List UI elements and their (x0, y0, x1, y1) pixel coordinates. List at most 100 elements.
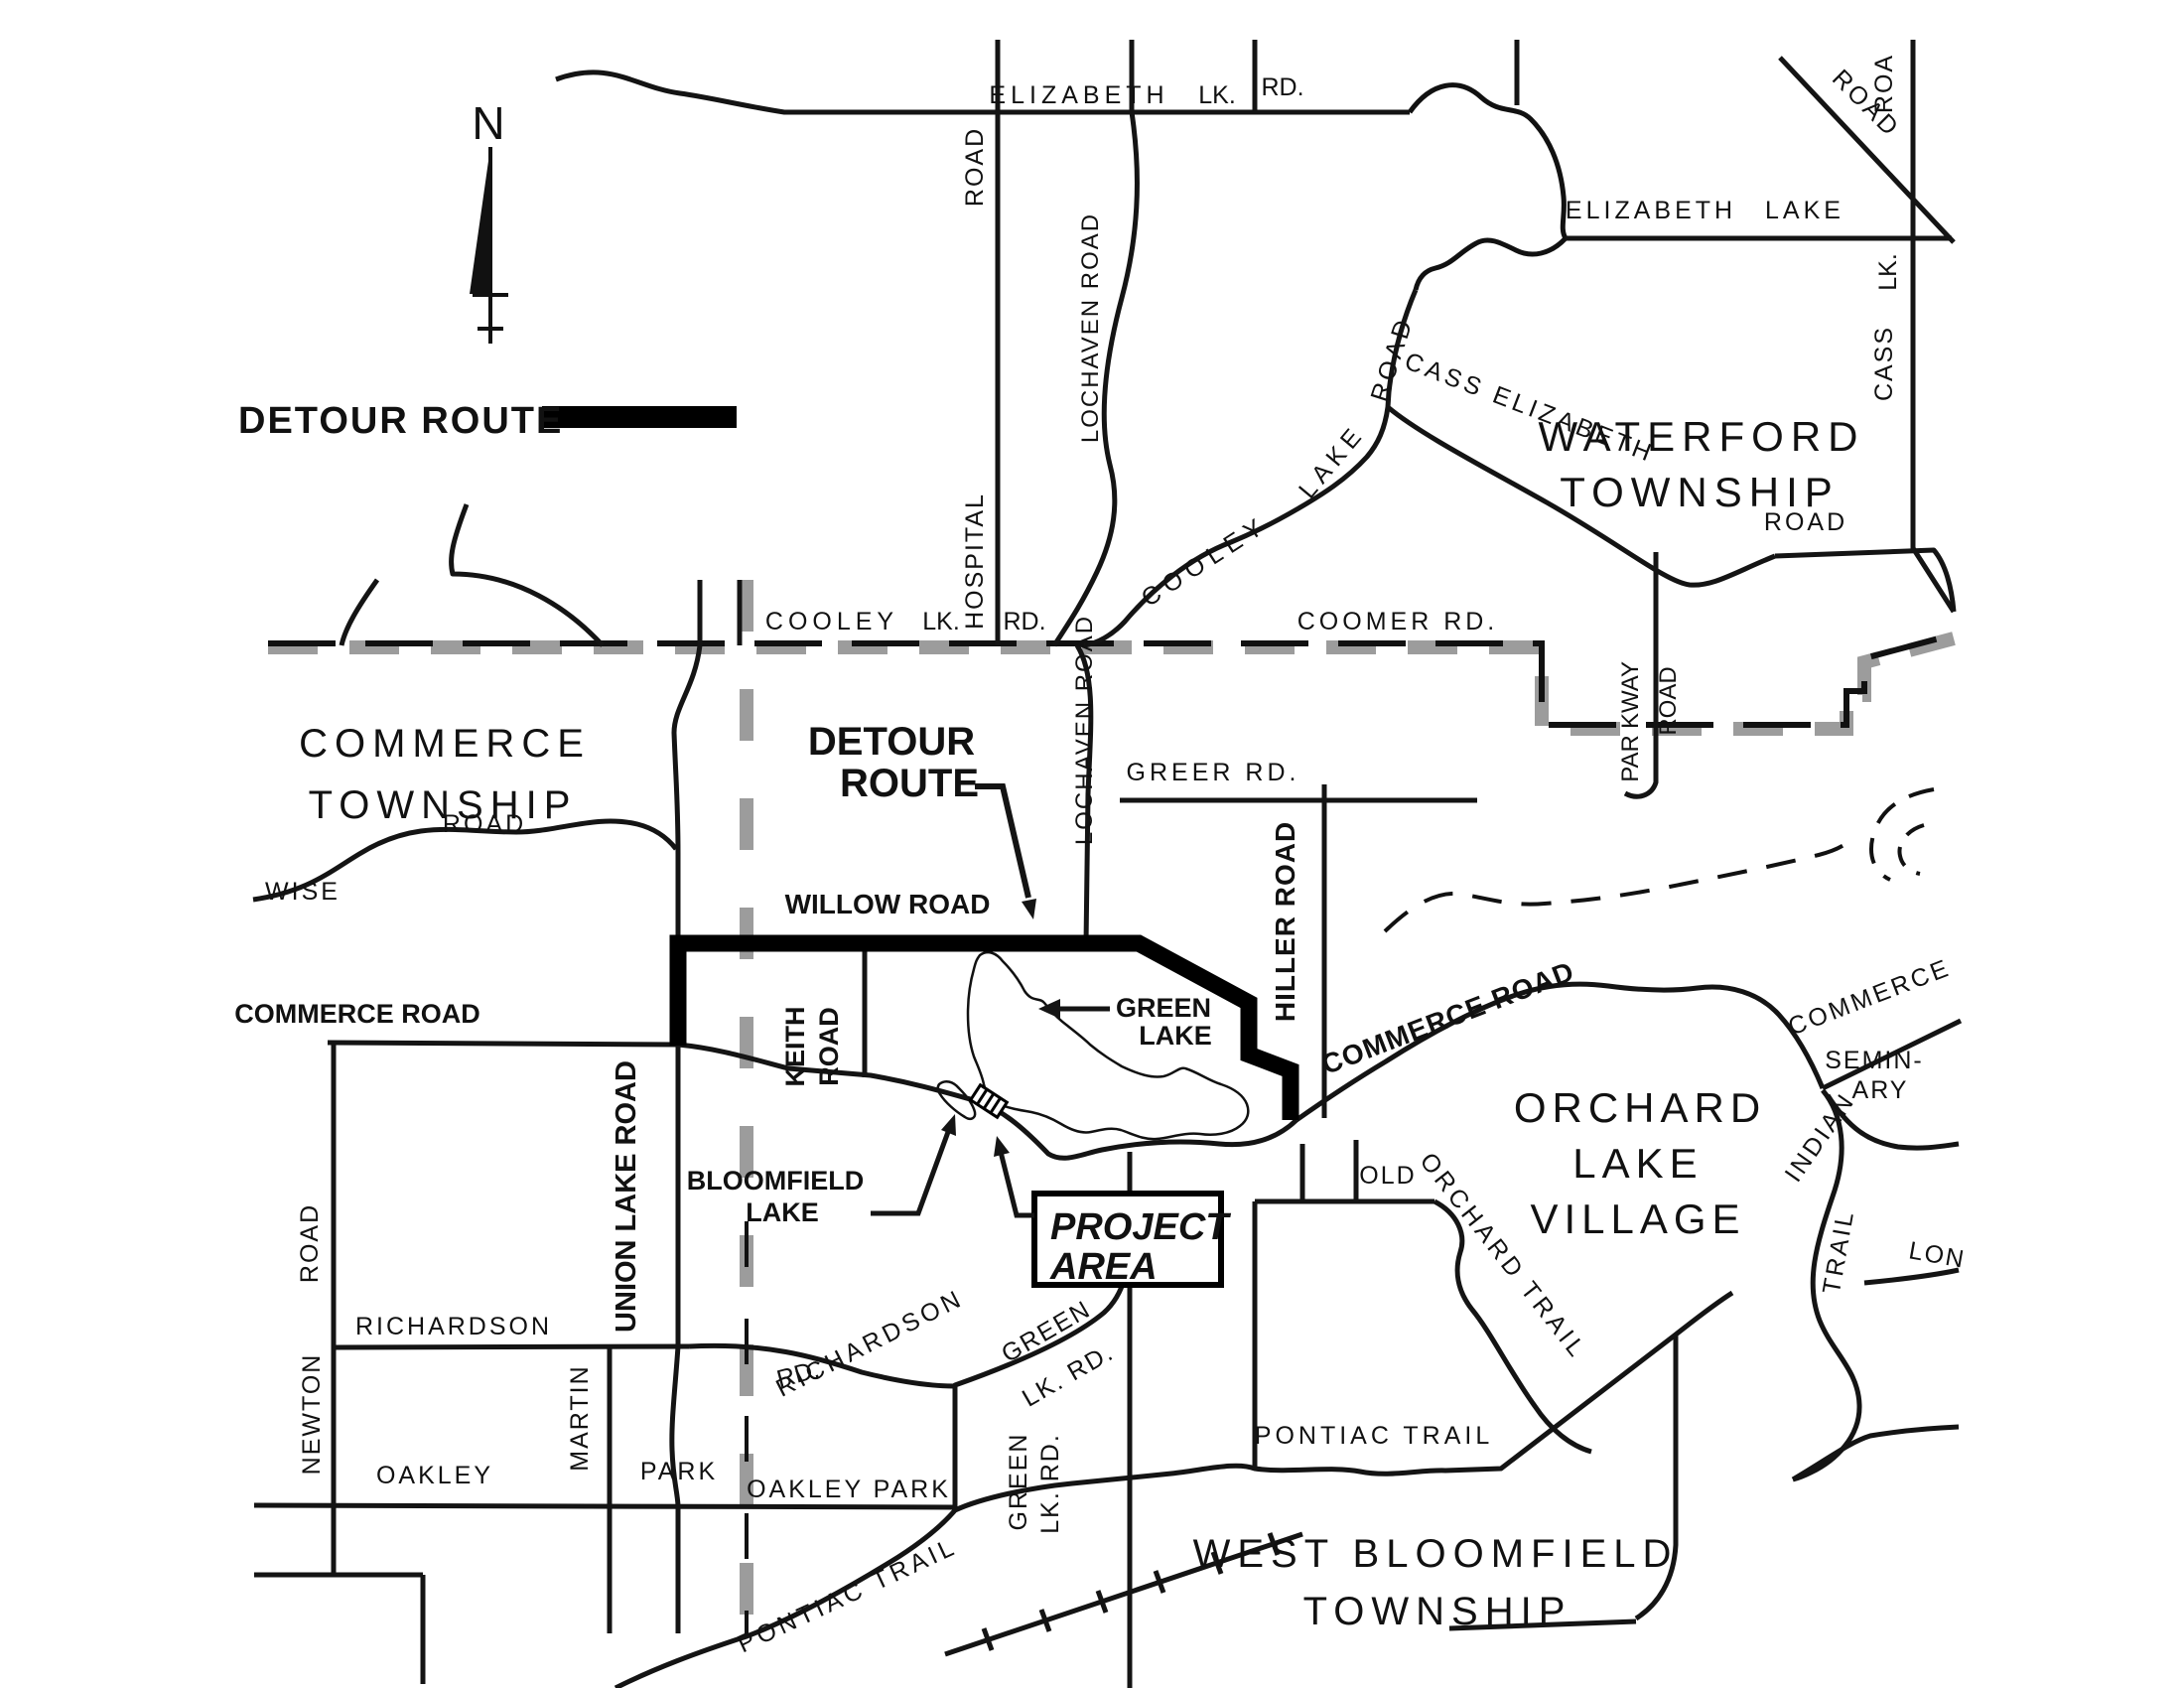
legend (542, 406, 737, 428)
cooley-lk-rd-label-1: COOLEY (765, 608, 898, 635)
project-hatch-marker (968, 1082, 1010, 1120)
keith-road-label-1: KEITH (780, 1007, 810, 1087)
parkway-road-label: ROAD (1655, 666, 1682, 735)
elizabeth-lk-rd (555, 70, 1410, 115)
project-area-label-1: PROJECT (1050, 1206, 1231, 1248)
cass-lk-road-label-cass: CASS (1870, 326, 1898, 401)
richardson-road-east (688, 1342, 956, 1389)
shore-hook-dashed-inner (1897, 823, 1925, 876)
bloomfield-arrowhead (941, 1114, 956, 1136)
pontiac-trail-w-label: PONTIAC TRAIL (734, 1532, 962, 1658)
pontiac-trail (614, 1290, 1734, 1688)
lochaven-road-north (1051, 40, 1140, 647)
elizabeth-lake-label-1: ELIZABETH (1566, 197, 1736, 224)
orchard-lake-village-label-2: LAKE (1572, 1140, 1703, 1187)
parkway-label-par: PAR (1617, 735, 1644, 782)
oakley-label: OAKLEY (376, 1462, 493, 1489)
west-bloomfield-label-2: TOWNSHIP (1303, 1590, 1572, 1633)
north-arrow-shaft (473, 147, 508, 344)
elizabeth-lk-rd-label-3: RD. (1261, 73, 1303, 101)
lochaven-road-label-north: LOCHAVEN ROAD (1077, 212, 1104, 443)
orchard-shore-dashed (1383, 833, 1858, 933)
detour-route-map-label-2: ROUTE (840, 762, 979, 805)
lon-road (1863, 1267, 1960, 1286)
road-to-southeast (1791, 1424, 1960, 1482)
elizabeth-lk-rd-label-2: LK. (1198, 81, 1236, 109)
green-lake-label-2: LAKE (1139, 1021, 1212, 1051)
seminary-label-2: ARY (1852, 1076, 1909, 1104)
west-bloomfield-label-1: WEST BLOOMFIELD (1193, 1532, 1679, 1576)
green-lake-outline (966, 950, 1250, 1141)
commerce-township-label-2: TOWNSHIP (309, 783, 578, 827)
seminary-road (1825, 1093, 1960, 1151)
wise-label: WISE (265, 878, 341, 906)
willow-road-label: WILLOW ROAD (785, 889, 991, 919)
detour-route-map-label-1: DETOUR (808, 720, 975, 764)
cass-lk-road-label-lk: LK. (1874, 253, 1902, 291)
commerce-road-west (327, 1040, 1298, 1161)
project-leader (998, 1151, 1034, 1218)
green-lk-rd-v-label-2: LK. RD. (1036, 1433, 1064, 1534)
township-boundary (268, 580, 1956, 1636)
commerce-road-e-label: COMMERCE ROAD (1317, 955, 1578, 1080)
greer-rd-label: GREER RD. (1127, 759, 1300, 786)
oakley-park-road (253, 1502, 956, 1510)
hiller-road-label: HILLER ROAD (1270, 821, 1300, 1022)
waterford-township-label-1: WATERFORD (1539, 413, 1865, 460)
green-lk-rd-v-label-1: GREEN (1005, 1433, 1032, 1531)
orchard-lake-village-label-3: VILLAGE (1530, 1196, 1745, 1242)
project-area-label-2: AREA (1049, 1246, 1158, 1288)
union-lake-road (669, 644, 703, 1633)
commerce-road-ne-diagonal (1821, 1018, 1963, 1091)
north-arrow-head (470, 147, 490, 294)
road-ne-diagonal (1778, 56, 1956, 244)
newton-label: NEWTON (298, 1353, 326, 1476)
shore-hook-dashed-outer (1869, 787, 1935, 882)
union-lake-road-label: UNION LAKE ROAD (611, 1060, 642, 1333)
oakley-park-label: OAKLEY PARK (747, 1476, 951, 1503)
cooley-lake-road-curve (1083, 289, 1419, 648)
boundary-horizontal-black-dash (268, 632, 1955, 728)
commerce-township-label-1: COMMERCE (299, 722, 591, 766)
project-arrowhead (994, 1136, 1010, 1157)
project-area-box (1031, 1191, 1224, 1288)
cass-lk-road-label-roa: ROA (1870, 54, 1898, 113)
lochaven-road-label-south: LOCHAVEN ROAD (1071, 615, 1098, 845)
indian-trail-label-1: INDIAN (1780, 1087, 1861, 1187)
green-lake-arrowhead (1038, 999, 1060, 1019)
north-arrow (470, 147, 508, 344)
elizabeth-lake-outline (1407, 82, 1570, 291)
waterford-township-label-2: TOWNSHIP (1560, 469, 1840, 515)
parkway-label-kway: KWAY (1617, 661, 1644, 729)
bloomfield-lake-label-1: BLOOMFIELD (687, 1166, 864, 1196)
cooley-lk-rd-label-2: LK. (922, 608, 960, 635)
legend-detour-bar (542, 406, 737, 428)
park-label: PARK (640, 1458, 718, 1485)
indian-trail-road (1792, 1088, 1862, 1482)
cooley-lake-road-curve-label-1: COOLEY (1137, 510, 1274, 613)
wise-road (252, 818, 678, 903)
keith-road-label-2: ROAD (814, 1007, 844, 1086)
bottom-road-1640 (1448, 1618, 1637, 1631)
commerce-road-east (1295, 981, 1826, 1123)
railroad-ticks (981, 1532, 1281, 1651)
lochaven-road-south (1074, 643, 1094, 944)
boundary-horizontal-gray (268, 632, 1956, 736)
parkway-road (1623, 552, 1659, 799)
left-road-label: ROAD (296, 1203, 324, 1283)
leaders (871, 783, 1110, 1218)
commerce-ne-label: COMMERCE (1785, 954, 1955, 1042)
bloomfield-leader (871, 1131, 951, 1216)
road-east-horizontal (1774, 547, 1957, 613)
detour-label-arrowhead (1022, 899, 1036, 919)
coomer-rd-label: COOMER RD. (1297, 608, 1499, 635)
green-lake-label-1: GREEN (1116, 993, 1211, 1023)
legend-detour-route-label: DETOUR ROUTE (238, 400, 563, 442)
north-label: N (472, 97, 504, 149)
elizabeth-lake-label-2: LAKE (1765, 197, 1844, 224)
old-orchard-trail-curve (1433, 1198, 1592, 1455)
cass-elizabeth-road (1386, 405, 1776, 588)
cass-elizabeth-label: CASS ELIZABETH (1401, 348, 1658, 469)
cass-elizabeth-road-label: ROAD (1764, 508, 1847, 536)
